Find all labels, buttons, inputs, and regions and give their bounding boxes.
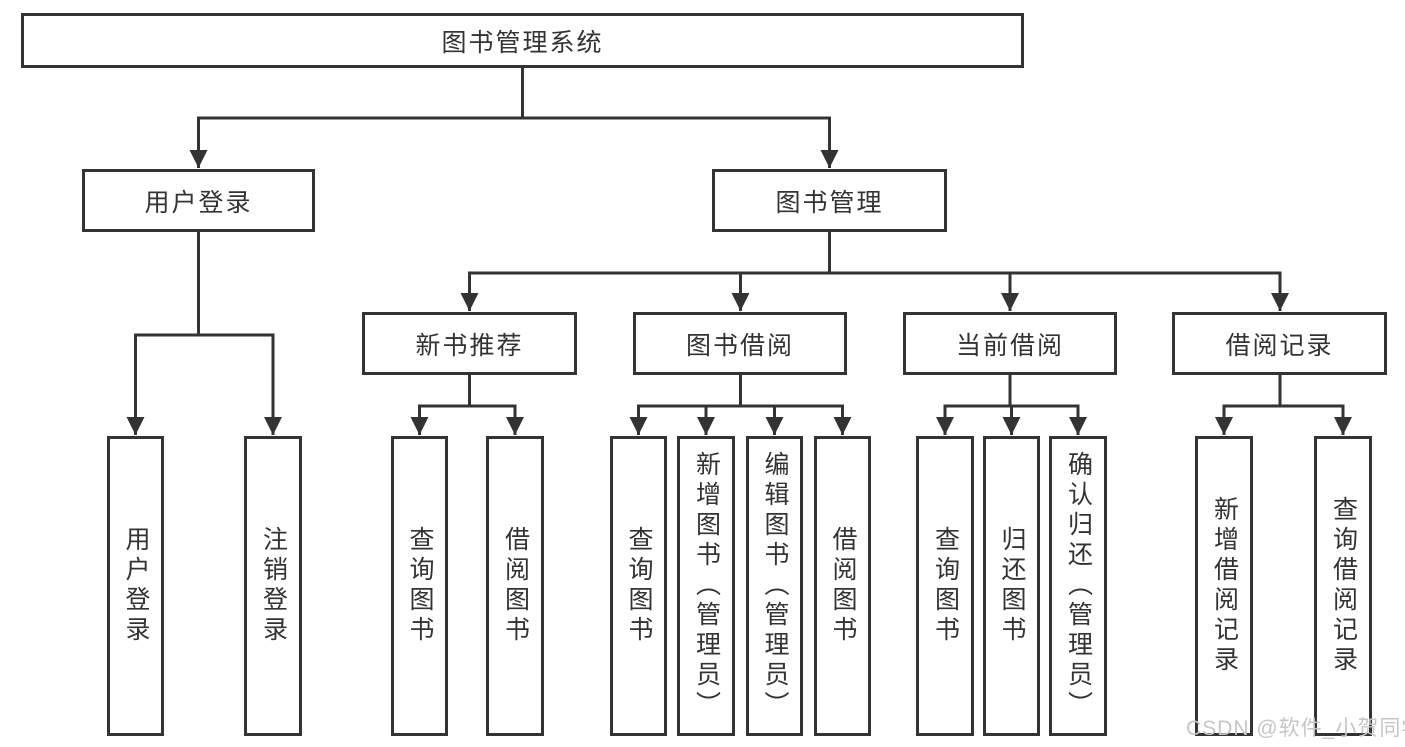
- node-query-books-borrow: 查询图书: [610, 436, 667, 736]
- node-label: 查询图书: [406, 526, 434, 646]
- node-label: 查询图书: [931, 526, 960, 646]
- node-user-login-action: 用户登录: [107, 436, 164, 736]
- arrow-connectors: [126, 118, 1352, 435]
- node-label: 借阅图书: [501, 526, 530, 646]
- node-label: 编辑图书（管理员）: [761, 451, 789, 721]
- node-label: 新增借阅记录: [1210, 496, 1239, 676]
- node-query-books-current: 查询图书: [916, 436, 974, 736]
- node-book-borrowing: 图书借阅: [633, 312, 847, 375]
- node-add-books-admin: 新增图书（管理员）: [677, 436, 735, 736]
- node-borrowing-records: 借阅记录: [1172, 312, 1387, 375]
- node-library-system: 图书管理系统: [21, 13, 1024, 68]
- node-book-management: 图书管理: [712, 169, 947, 232]
- node-current-borrowing: 当前借阅: [903, 312, 1117, 375]
- node-new-book-recommendation: 新书推荐: [362, 312, 577, 375]
- node-edit-books-admin: 编辑图书（管理员）: [746, 436, 803, 736]
- node-label: 用户登录: [122, 526, 150, 646]
- node-return-books: 归还图书: [983, 436, 1040, 736]
- node-query-books-recommend: 查询图书: [391, 436, 448, 736]
- node-label: 查询借阅记录: [1329, 496, 1358, 676]
- node-confirm-return-admin: 确认归还（管理员）: [1049, 436, 1107, 736]
- node-label: 注销登录: [259, 526, 288, 646]
- node-borrow-books: 借阅图书: [814, 436, 871, 736]
- node-label: 归还图书: [998, 526, 1026, 646]
- node-add-borrow-record: 新增借阅记录: [1195, 436, 1253, 736]
- csdn-watermark: CSDN @软件_小贺同学: [1186, 717, 1405, 740]
- node-label: 新增图书（管理员）: [692, 451, 721, 721]
- node-label: 确认归还（管理员）: [1064, 451, 1093, 721]
- node-label: 借阅图书: [829, 526, 857, 646]
- node-query-borrow-record: 查询借阅记录: [1314, 436, 1372, 736]
- node-label: 查询图书: [625, 526, 653, 646]
- node-borrow-books-recommend: 借阅图书: [486, 436, 544, 736]
- node-logout-action: 注销登录: [244, 436, 302, 736]
- node-user-login: 用户登录: [82, 169, 315, 232]
